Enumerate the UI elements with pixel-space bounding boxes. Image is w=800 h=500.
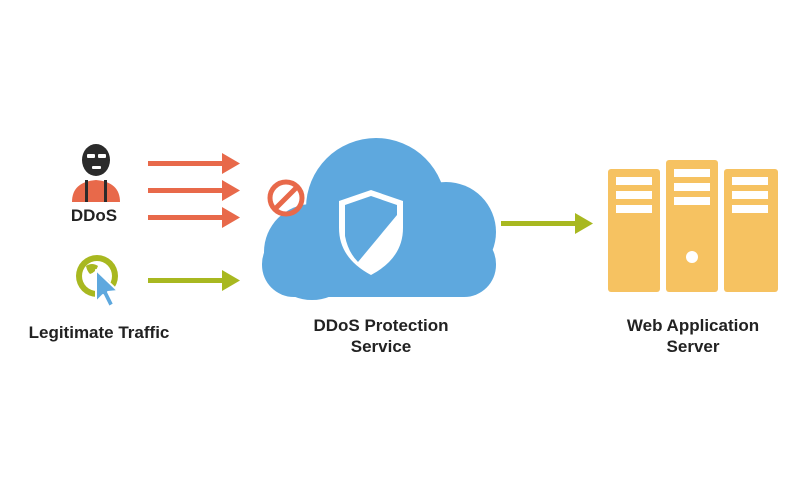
attack-arrow-2 bbox=[148, 180, 240, 201]
output-arrow bbox=[501, 213, 593, 234]
globe-cursor-icon bbox=[76, 255, 119, 308]
attacker-icon bbox=[72, 144, 120, 202]
ddos-label: DDoS bbox=[70, 206, 118, 225]
block-icon bbox=[267, 179, 305, 217]
protection-service-label: DDoS Protection Service bbox=[296, 315, 466, 357]
attack-arrow-1 bbox=[148, 153, 240, 174]
protection-service-label-line2: Service bbox=[350, 337, 412, 356]
legit-arrow bbox=[148, 270, 240, 291]
shield-icon bbox=[339, 190, 403, 275]
web-server-label: Web Application Server bbox=[608, 315, 778, 357]
web-server-label-line2: Server bbox=[666, 337, 720, 356]
web-server-label-line1: Web Application bbox=[626, 316, 760, 335]
legitimate-traffic-label: Legitimate Traffic bbox=[28, 323, 170, 342]
server-icon bbox=[608, 160, 778, 292]
attack-arrow-3 bbox=[148, 207, 240, 228]
protection-service-label-line1: DDoS Protection bbox=[313, 316, 449, 335]
